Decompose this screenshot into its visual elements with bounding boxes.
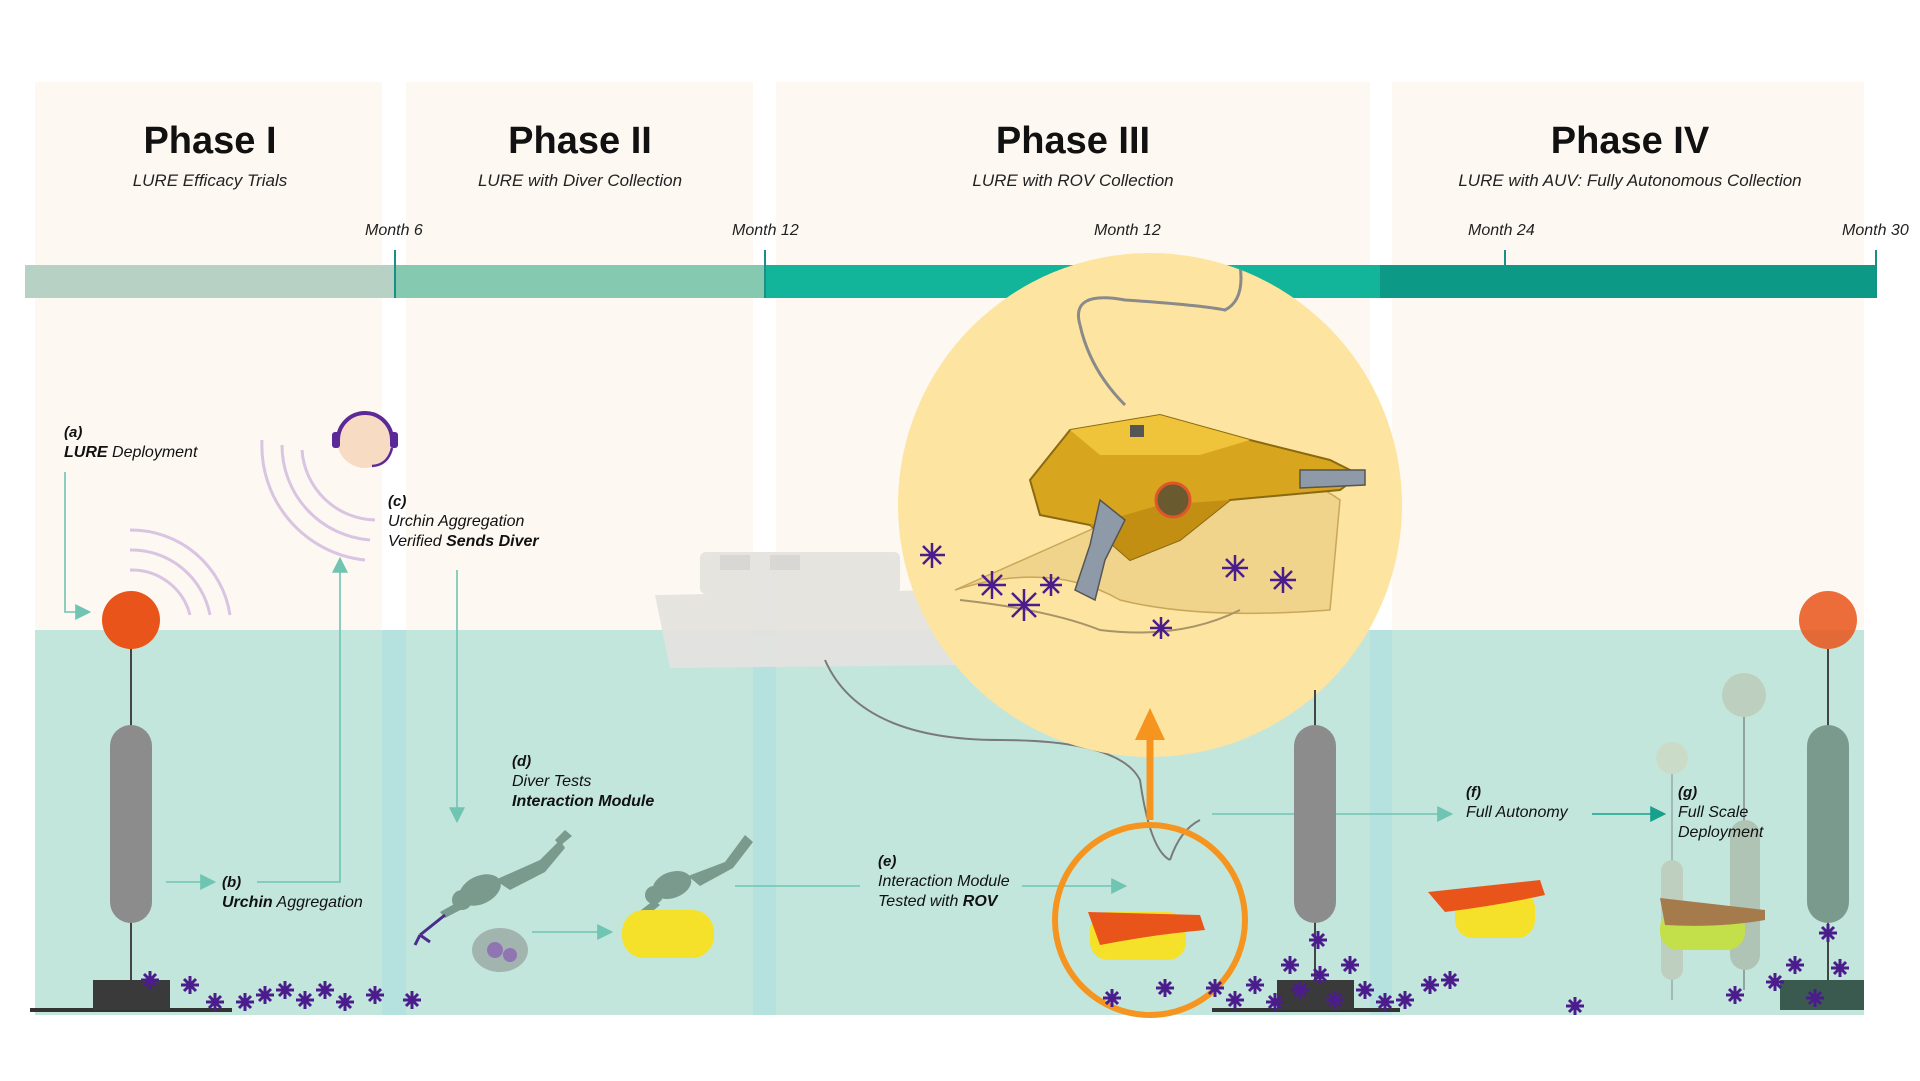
step-tag: (d) bbox=[512, 753, 532, 770]
urchin-icon bbox=[920, 543, 1296, 639]
buoy bbox=[102, 591, 160, 649]
water-zone bbox=[35, 630, 1864, 1015]
phase-subtitle-4: LURE with AUV: Fully Autonomous Collecti… bbox=[1458, 171, 1802, 190]
step-tag: (a) bbox=[64, 424, 83, 441]
step-g-label: (g) Full Scale Deployment bbox=[1678, 783, 1763, 843]
step-line: Verified bbox=[388, 533, 447, 550]
phase-title-2: Phase II bbox=[508, 120, 652, 162]
step-line: Tested with bbox=[878, 893, 963, 910]
phase-title-3: Phase III bbox=[995, 120, 1151, 162]
step-line: Urchin Aggregation bbox=[388, 513, 525, 530]
lure-unit-phase1 bbox=[93, 591, 170, 1010]
rov-icon bbox=[1028, 413, 1366, 602]
month-label: Month 6 bbox=[365, 222, 423, 239]
step-line: Full Autonomy bbox=[1466, 804, 1568, 821]
timeline-segment-2 bbox=[395, 265, 765, 298]
phase-subtitle-3: LURE with ROV Collection bbox=[972, 171, 1174, 190]
phase-title-4: Phase IV bbox=[1550, 120, 1710, 162]
step-line: Deployment bbox=[1678, 824, 1764, 841]
step-tag: (f) bbox=[1466, 784, 1481, 801]
step-line: Diver Tests bbox=[512, 773, 592, 790]
diver-tool-icon bbox=[413, 913, 446, 946]
urchin-icon bbox=[141, 924, 1849, 1015]
lure-unit-phase4 bbox=[1780, 591, 1864, 1010]
full-scale-module bbox=[1660, 898, 1765, 950]
phase-panel-1 bbox=[35, 82, 382, 632]
headset-operator-icon bbox=[332, 411, 398, 468]
diver-icon bbox=[636, 835, 753, 920]
interaction-module-phase2 bbox=[622, 910, 714, 958]
step-e-label: (e) Interaction Module Tested with ROV bbox=[878, 852, 1010, 912]
phase-subtitle-1: LURE Efficacy Trials bbox=[132, 171, 288, 190]
step-line: Full Scale bbox=[1678, 804, 1749, 821]
step-a-label: (a) LURE Deployment bbox=[64, 423, 197, 463]
autonomy-module bbox=[1428, 880, 1545, 938]
month-label: Month 12 bbox=[732, 222, 799, 239]
step-bold: Sends Diver bbox=[446, 533, 539, 550]
step-f-label: (f) Full Autonomy bbox=[1466, 783, 1568, 823]
month-label: Month 12 bbox=[1094, 222, 1161, 239]
step-text: Aggregation bbox=[272, 894, 363, 911]
month-label: Month 24 bbox=[1468, 222, 1535, 239]
step-bold: Interaction Module bbox=[512, 793, 655, 810]
interaction-module-phase3 bbox=[1088, 912, 1205, 960]
step-c-label: (c) Urchin Aggregation Verified Sends Di… bbox=[388, 492, 539, 552]
step-bold: LURE bbox=[64, 444, 108, 461]
step-tag: (g) bbox=[1678, 784, 1698, 801]
step-text: Deployment bbox=[107, 444, 198, 461]
phase-panel-2 bbox=[406, 82, 753, 632]
diver-icon bbox=[440, 830, 572, 918]
phase-title-1: Phase I bbox=[143, 120, 277, 162]
step-line: Interaction Module bbox=[878, 873, 1010, 890]
boat-icon bbox=[655, 552, 975, 668]
lure-anchor bbox=[93, 980, 170, 1010]
phase-subtitle-2: LURE with Diver Collection bbox=[477, 171, 683, 190]
phase-panel-4 bbox=[1392, 82, 1864, 632]
lure-body bbox=[110, 725, 152, 923]
timeline-segment-1 bbox=[25, 265, 395, 298]
step-tag: (e) bbox=[878, 853, 897, 870]
step-bold: ROV bbox=[962, 893, 998, 910]
step-tag: (b) bbox=[222, 874, 242, 891]
highlight-ring bbox=[1052, 822, 1248, 1018]
rov-closeup bbox=[898, 253, 1402, 1018]
step-d-label: (d) Diver Tests Interaction Module bbox=[512, 752, 654, 812]
collection-bag bbox=[472, 928, 528, 972]
step-bold: Urchin bbox=[222, 894, 273, 911]
signal-waves-icon bbox=[129, 528, 232, 616]
signal-waves-icon bbox=[260, 439, 376, 562]
step-b-label: (b) Urchin Aggregation bbox=[222, 873, 363, 913]
flow-arrows bbox=[64, 472, 1667, 940]
month-label: Month 30 bbox=[1842, 222, 1909, 239]
step-tag: (c) bbox=[388, 493, 407, 510]
timeline-segment-4 bbox=[1380, 265, 1876, 298]
